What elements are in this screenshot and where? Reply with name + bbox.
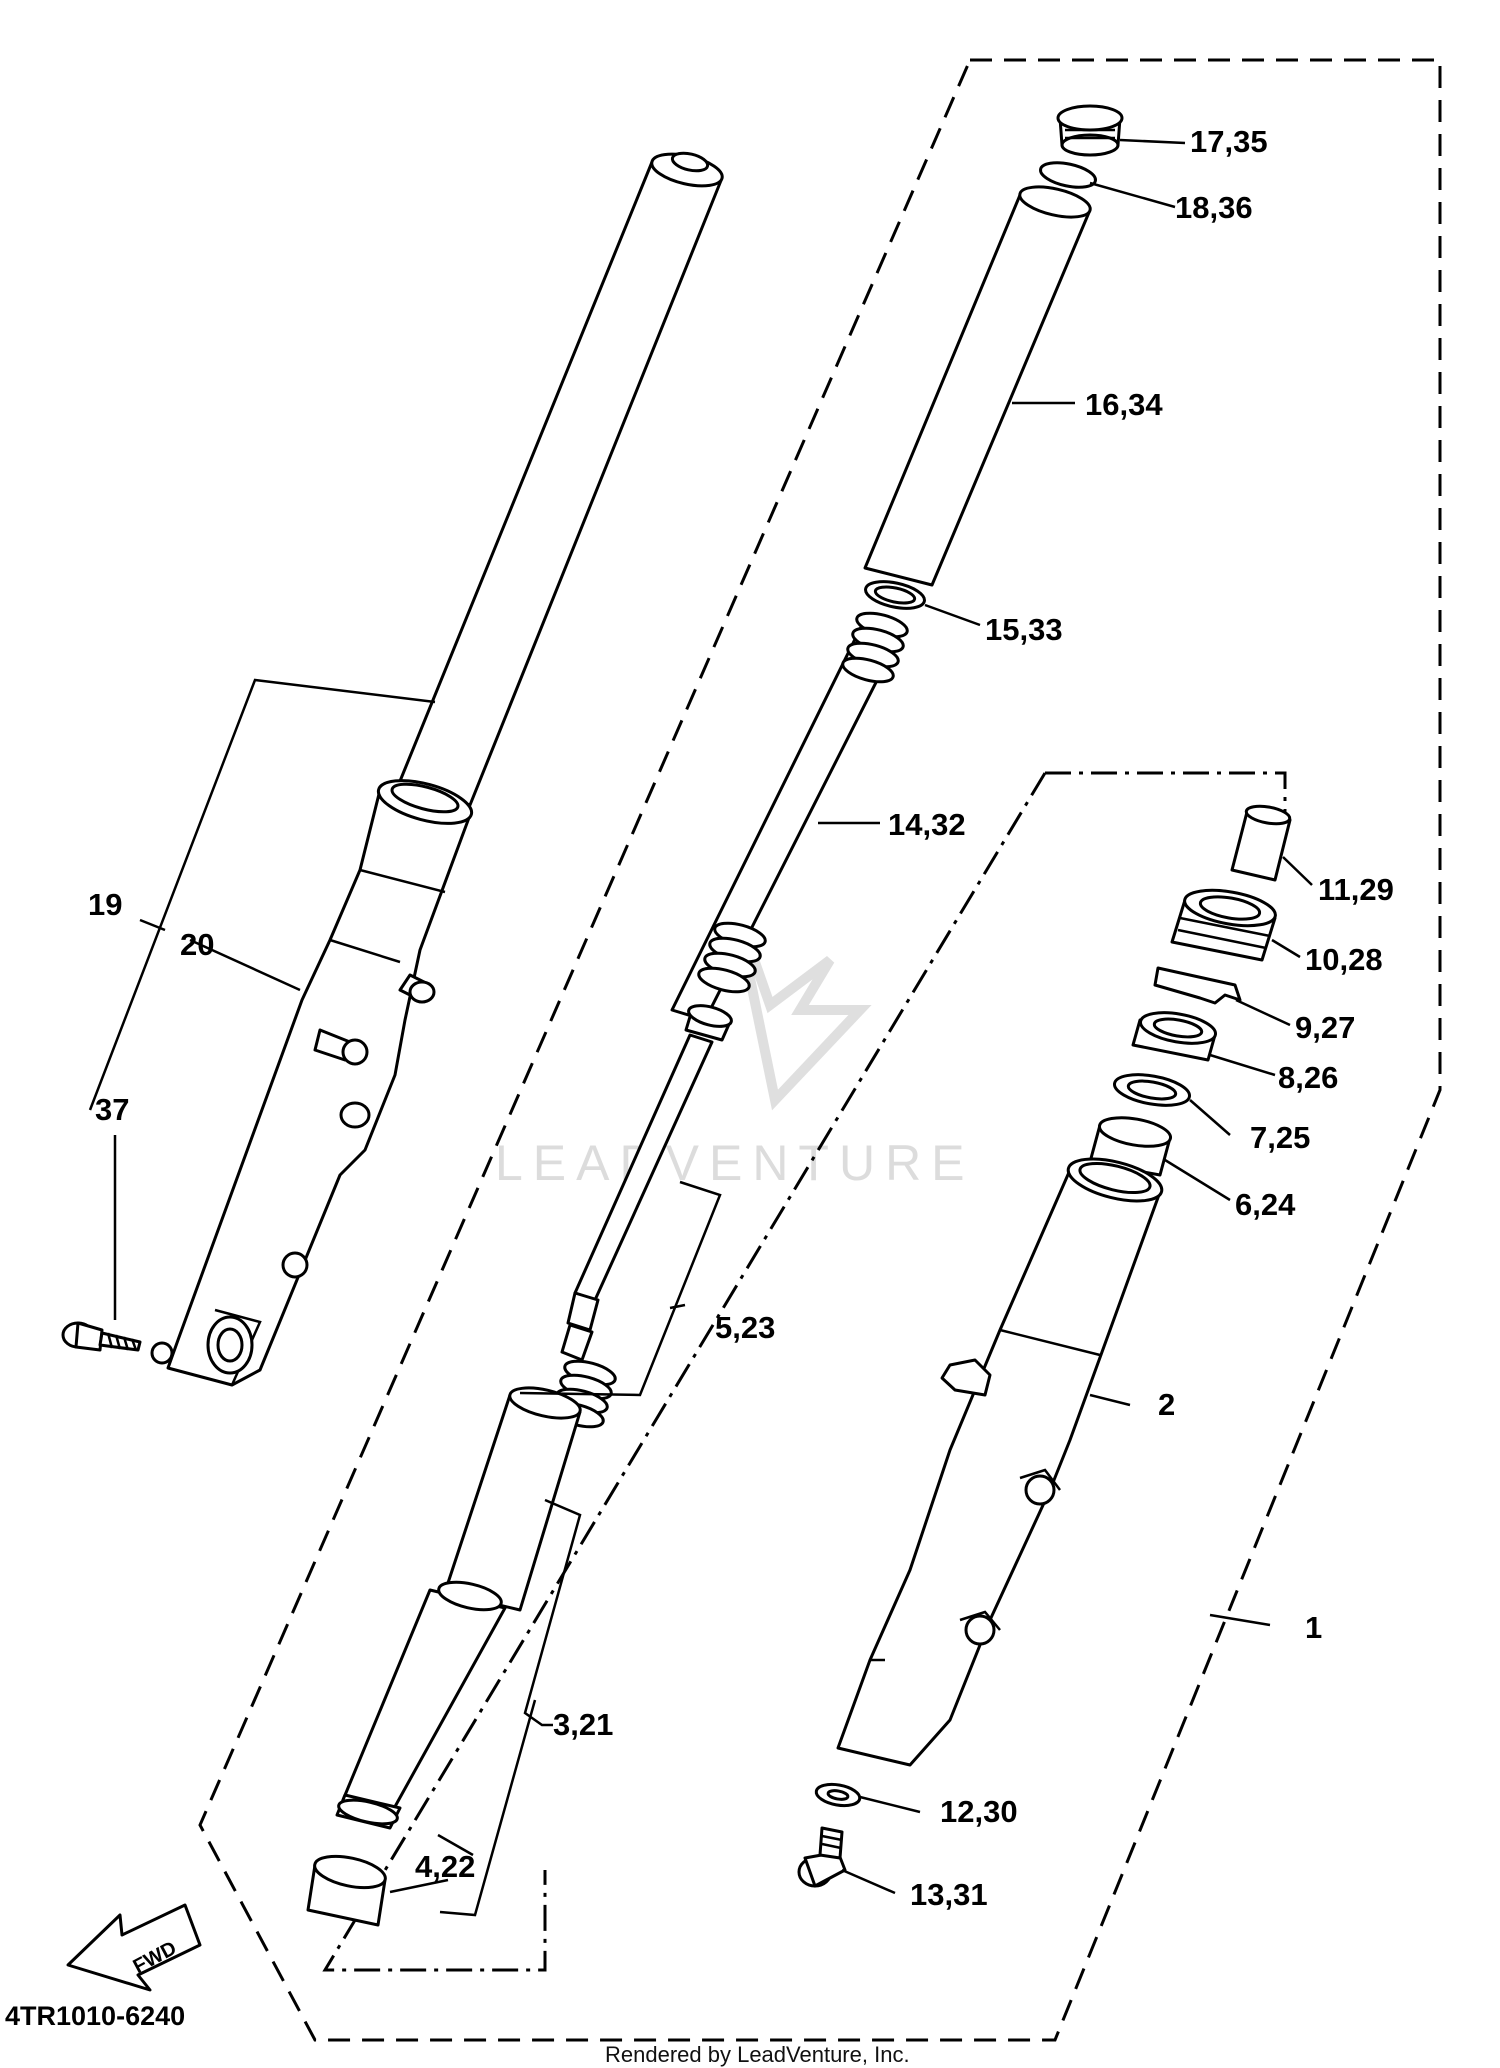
damper-rod (551, 1004, 733, 1429)
callout-13-31: 13,31 (910, 1877, 988, 1912)
outer-tube-left (166, 788, 472, 1387)
spacer-pipe (863, 193, 1092, 587)
callout-37: 37 (95, 1092, 129, 1127)
assembled-fork-leg (61, 151, 724, 1387)
credit-line: Rendered by LeadVenture, Inc. (605, 2042, 910, 2067)
outer-tube (836, 1157, 1164, 1767)
watermark-text: LEADVENTURE (495, 1135, 975, 1191)
callout-1: 1 (1305, 1610, 1322, 1645)
callout-9-27: 9,27 (1295, 1010, 1355, 1045)
leader-lines (88, 138, 1313, 1917)
callout-18-36: 18,36 (1175, 190, 1253, 225)
callouts: 17,35 18,36 16,34 15,33 14,32 11,29 10,2… (88, 124, 1394, 1912)
fork-spring (670, 611, 909, 1022)
outer-tube-boundary (1045, 771, 1287, 815)
forward-arrow: FWD (66, 1903, 202, 1992)
callout-5-23: 5,23 (715, 1310, 775, 1345)
diagram-code: 4TR1010-6240 (5, 2001, 185, 2031)
o-ring (1039, 161, 1097, 189)
cap-bolt (1056, 104, 1124, 157)
callout-17-35: 17,35 (1190, 124, 1268, 159)
inner-tube (396, 160, 724, 807)
callout-20: 20 (180, 927, 214, 962)
callout-12-30: 12,30 (940, 1794, 1018, 1829)
outer-tube-parts (797, 804, 1292, 1888)
callout-6-24: 6,24 (1235, 1187, 1296, 1222)
callout-2: 2 (1158, 1387, 1175, 1422)
callout-15-33: 15,33 (985, 612, 1063, 647)
callout-8-26: 8,26 (1278, 1060, 1338, 1095)
callout-11-29: 11,29 (1318, 872, 1394, 907)
oil-seal (1170, 888, 1277, 962)
callout-4-22: 4,22 (415, 1849, 475, 1884)
callout-19: 19 (88, 887, 122, 922)
oil-lock-piece (306, 1854, 387, 1927)
callout-3-21: 3,21 (553, 1707, 613, 1742)
watermark-logo: LEADVENTURE (495, 903, 975, 1191)
bolt-37 (61, 1321, 142, 1352)
circlip (1153, 966, 1242, 1005)
callout-16-34: 16,34 (1085, 387, 1163, 422)
callout-10-28: 10,28 (1305, 942, 1383, 977)
bolt-13 (797, 1826, 847, 1888)
assembly-boundary (198, 58, 1442, 2042)
damper-cylinder (335, 1386, 582, 1830)
callout-7-25: 7,25 (1250, 1120, 1310, 1155)
callout-14-32: 14,32 (888, 807, 966, 842)
internal-parts (306, 104, 1124, 1927)
